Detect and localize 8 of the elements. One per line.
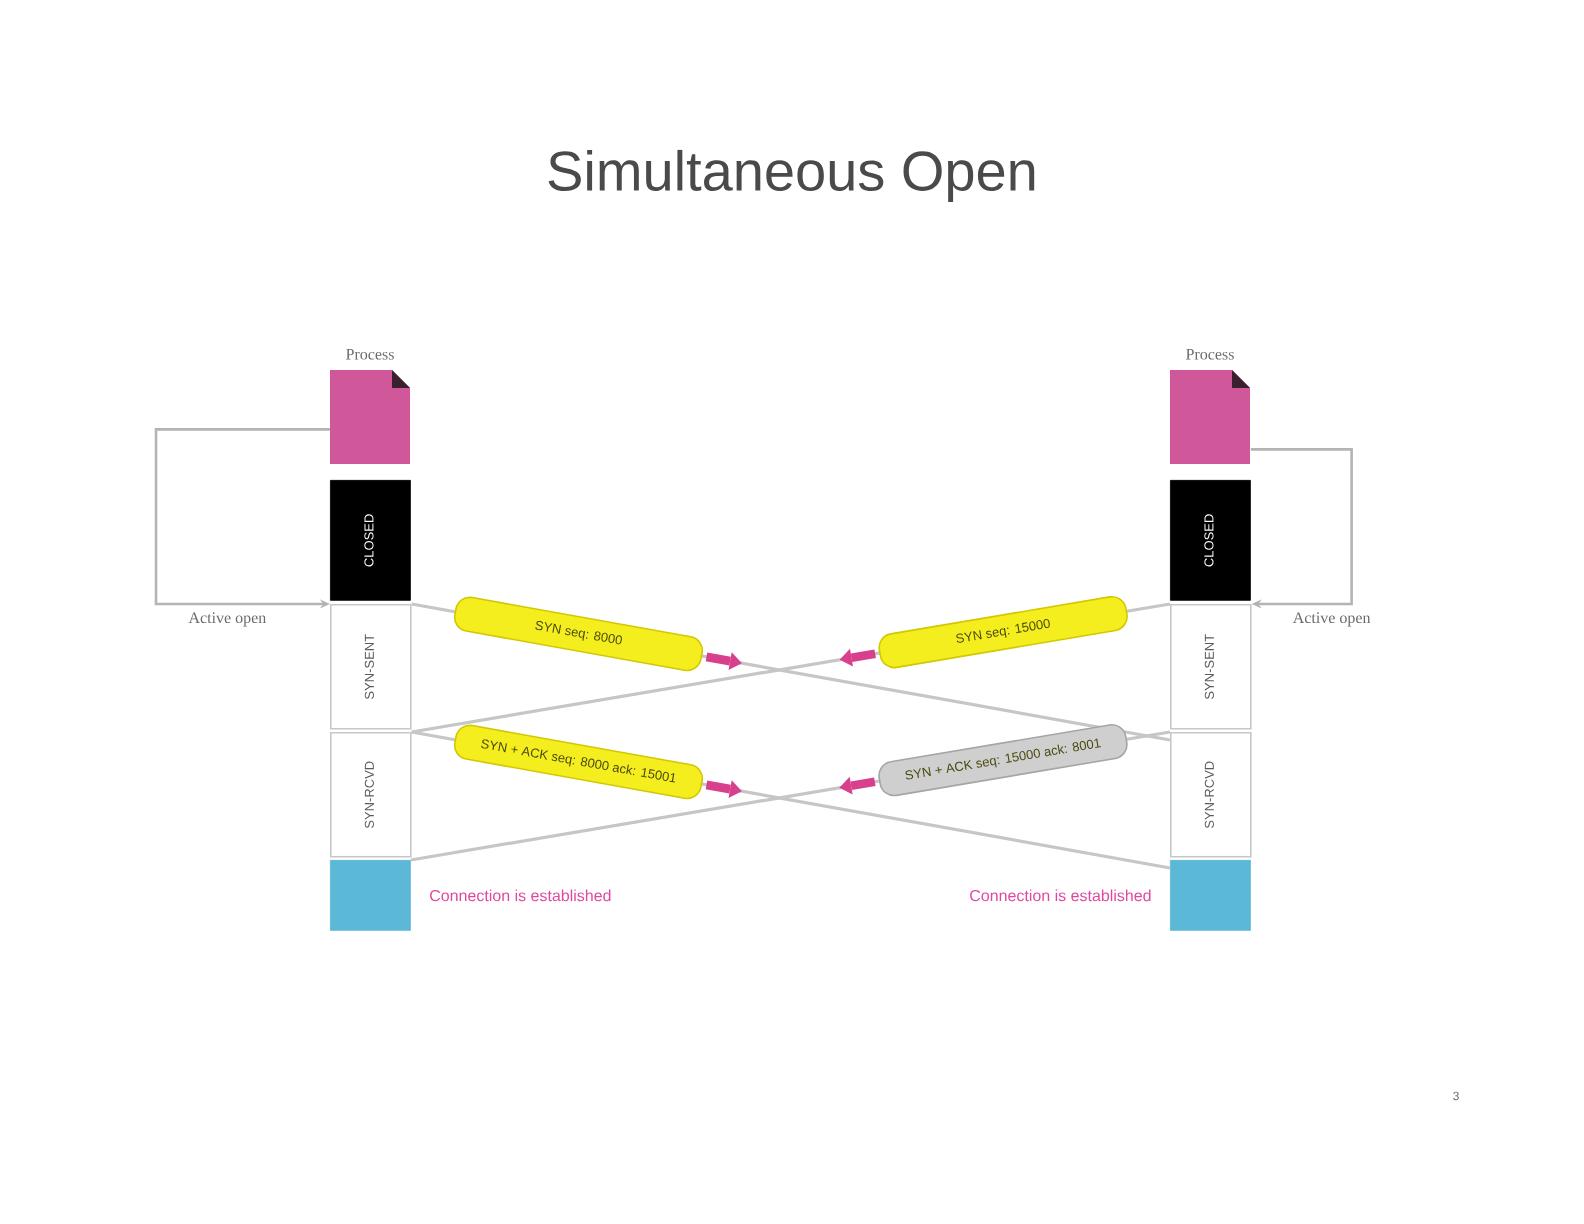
- title: Simultaneous Open: [548, 149, 1035, 203]
- state-note: Connection is established: [970, 889, 1151, 902]
- edge-label: Active open: [188, 612, 266, 627]
- process-label: Process: [1186, 348, 1234, 360]
- loop-arrow: [1250, 448, 1353, 609]
- state-note: Connection is established: [430, 889, 611, 902]
- process-label: Process: [346, 348, 394, 360]
- edge-label: Active open: [1292, 612, 1371, 627]
